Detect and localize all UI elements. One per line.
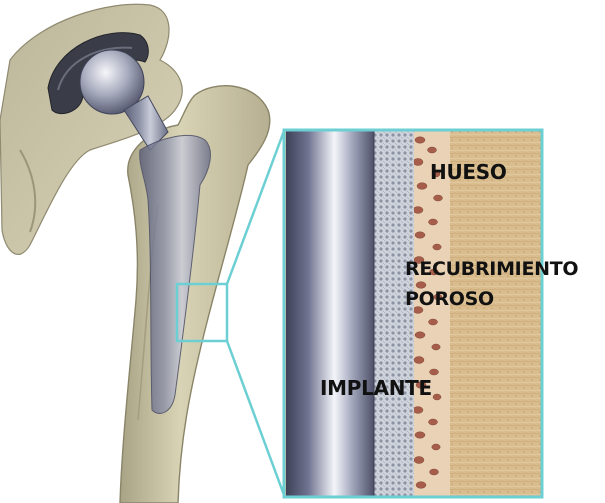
bone-label: HUESO [430,160,507,184]
implant-layer [286,129,374,497]
porous-coating-label-line2: POROSO [405,284,578,314]
porous-coating-label: RECUBRIMIENTO POROSO [405,254,578,314]
implant-label: IMPLANTE [320,376,432,400]
porous-coating-label-line1: RECUBRIMIENTO [405,254,578,284]
